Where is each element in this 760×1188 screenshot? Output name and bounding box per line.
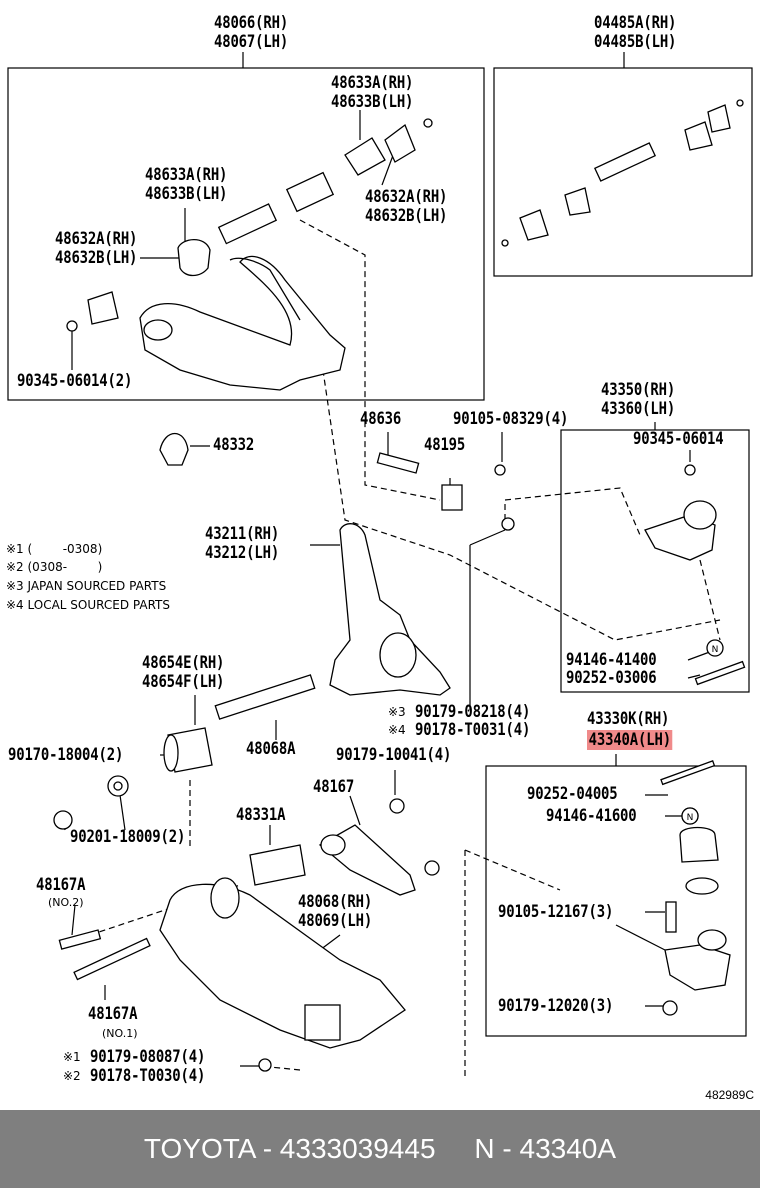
mark-3: ※3	[388, 705, 406, 719]
label-94146-41400: 94146-41400	[566, 650, 657, 670]
lower-arm-body	[159, 883, 406, 1049]
label-90179-10041: 90179-10041(4)	[336, 745, 452, 765]
label-43211: 43211(RH)	[205, 524, 280, 544]
label-48633a-top: 48633A(RH)	[331, 73, 414, 93]
label-43330k: 43330K(RH)	[587, 709, 670, 729]
label-48632a-right: 48632A(RH)	[365, 187, 448, 207]
label-48654f: 48654F(LH)	[142, 672, 225, 692]
diagram-drawing: N N	[7, 52, 753, 1080]
label-48332: 48332	[213, 435, 255, 455]
label-90170-18004: 90170-18004(2)	[8, 745, 124, 765]
n-mark-lower: N	[687, 813, 694, 823]
label-48167a-no2: 48167A	[36, 875, 86, 895]
label-48633a-mid: 48633A(RH)	[145, 165, 228, 185]
label-48167a-no1: 48167A	[88, 1004, 138, 1024]
label-48068: 48068(RH)	[298, 892, 373, 912]
label-90178-t0031: 90178-T0031(4)	[415, 720, 531, 740]
label-90178-t0030: 90178-T0030(4)	[90, 1066, 206, 1086]
label-90105-08329: 90105-08329(4)	[453, 409, 569, 429]
footer-text: TOYOTA - 4333039445 N - 43340A	[143, 1133, 617, 1164]
label-90345-06014-2: 90345-06014(2)	[17, 371, 133, 391]
upper-arm-body	[139, 255, 346, 391]
mark-4: ※4	[388, 723, 406, 737]
document-number: 482989C	[705, 1088, 754, 1102]
label-94146-41600: 94146-41600	[546, 806, 637, 826]
label-48632b-left: 48632B(LH)	[55, 248, 138, 268]
mark-2: ※2	[63, 1069, 81, 1083]
highlight-43340a: 43340A(LH)	[587, 730, 673, 750]
label-90179-08087: 90179-08087(4)	[90, 1047, 206, 1067]
note-2: ※2 (0308- )	[6, 560, 103, 574]
upper-arm-frame	[7, 67, 485, 401]
footer-bar: TOYOTA - 4333039445 N - 43340A	[0, 1110, 760, 1188]
label-48067: 48067(LH)	[214, 32, 289, 52]
label-43350: 43350(RH)	[601, 380, 676, 400]
parts-diagram: N N 48066(RH) 48067(LH) 04485A(RH) 04485…	[6, 13, 753, 1086]
n-mark-upper: N	[712, 645, 719, 655]
label-48066: 48066(RH)	[214, 13, 289, 33]
label-no1: (NO.1)	[102, 1027, 138, 1040]
note-4: ※4 LOCAL SOURCED PARTS	[6, 598, 170, 612]
label-43212: 43212(LH)	[205, 543, 280, 563]
label-90179-12020: 90179-12020(3)	[498, 996, 614, 1016]
label-90201-18009: 90201-18009(2)	[70, 827, 186, 847]
label-90345-06014: 90345-06014	[633, 429, 724, 449]
label-no2: (NO.2)	[48, 896, 84, 909]
note-3: ※3 JAPAN SOURCED PARTS	[6, 579, 167, 593]
label-48654e: 48654E(RH)	[142, 653, 225, 673]
label-90105-12167: 90105-12167(3)	[498, 902, 614, 922]
label-48167: 48167	[313, 777, 355, 797]
label-48633b-mid: 48633B(LH)	[145, 184, 228, 204]
label-43360: 43360(LH)	[601, 399, 676, 419]
label-90252-04005: 90252-04005	[527, 784, 618, 804]
label-90179-08218: 90179-08218(4)	[415, 702, 531, 722]
label-48633b-top: 48633B(LH)	[331, 92, 414, 112]
label-43340a: 43340A(LH)	[587, 730, 673, 750]
label-90252-03006: 90252-03006	[566, 668, 657, 688]
label-48636: 48636	[360, 409, 402, 429]
label-04485a: 04485A(RH)	[594, 13, 677, 33]
label-04485b: 04485B(LH)	[594, 32, 677, 52]
knuckle-body	[329, 523, 451, 696]
label-48632a-left: 48632A(RH)	[55, 229, 138, 249]
label-48068a: 48068A	[246, 739, 296, 759]
mark-1: ※1	[63, 1050, 81, 1064]
label-48069: 48069(LH)	[298, 911, 373, 931]
label-48331a: 48331A	[236, 805, 286, 825]
kit-frame	[493, 67, 753, 277]
label-48195: 48195	[424, 435, 466, 455]
note-1: ※1 ( -0308)	[6, 542, 103, 556]
label-48632b-right: 48632B(LH)	[365, 206, 448, 226]
